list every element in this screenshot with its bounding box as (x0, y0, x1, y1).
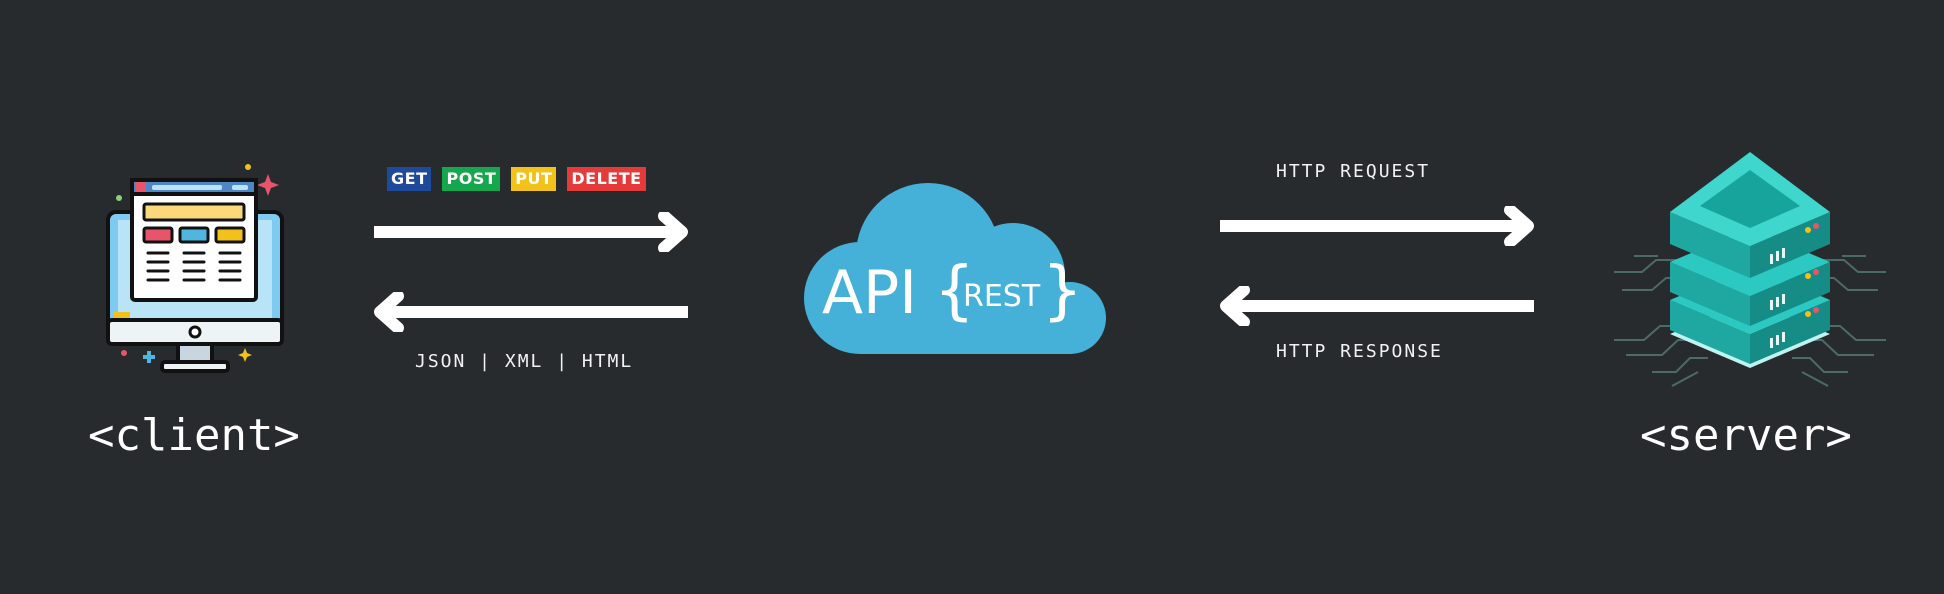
method-badge-put: PUT (511, 167, 557, 191)
api-to-server-arrow (1218, 206, 1538, 246)
client-label: <client> (88, 410, 300, 461)
server-to-api-arrow (1216, 286, 1536, 326)
client-monitor-icon (100, 160, 300, 380)
method-badge-get: GET (387, 167, 432, 191)
method-badge-delete: DELETE (567, 167, 646, 191)
api-to-client-arrow (370, 292, 690, 332)
server-stack-icon (1612, 150, 1888, 390)
server-label: <server> (1640, 410, 1852, 461)
api-title: API (822, 258, 917, 328)
http-methods: GET POST PUT DELETE (387, 167, 646, 191)
client-to-api-arrow (372, 212, 692, 252)
response-formats-label: JSON | XML | HTML (415, 351, 634, 372)
api-open-brace: { (934, 254, 975, 328)
api-close-brace: } (1042, 254, 1083, 328)
http-response-label: HTTP RESPONSE (1276, 341, 1443, 362)
api-subtitle: REST (963, 279, 1041, 314)
method-badge-post: POST (442, 167, 501, 191)
http-request-label: HTTP REQUEST (1276, 161, 1431, 182)
api-rest-cloud (798, 180, 1114, 354)
